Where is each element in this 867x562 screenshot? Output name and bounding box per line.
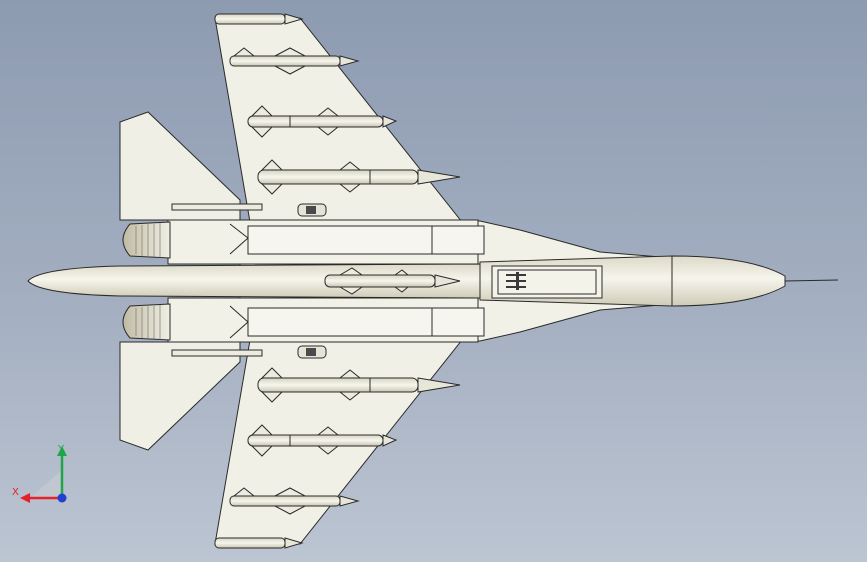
missile-lower-3 bbox=[257, 367, 461, 403]
view-orientation-triad[interactable]: Y X bbox=[10, 440, 80, 510]
tailplane-lower bbox=[119, 341, 241, 451]
nose-cone bbox=[671, 255, 786, 307]
missile-upper-3 bbox=[257, 159, 461, 195]
engine-nacelles bbox=[167, 219, 485, 343]
pylon-rail-lower bbox=[171, 345, 327, 359]
missile-upper-2 bbox=[247, 105, 398, 138]
x-axis-label: X bbox=[12, 487, 19, 498]
centerline-missile bbox=[324, 267, 461, 295]
cockpit-detail-icon bbox=[506, 272, 526, 290]
missile-lower-1 bbox=[229, 487, 360, 515]
missile-wingtip-upper bbox=[214, 13, 304, 25]
missiles-lower-wing bbox=[171, 345, 461, 549]
pitot-probe bbox=[784, 279, 839, 282]
z-axis-dot-icon bbox=[57, 493, 67, 503]
missile-wingtip-lower bbox=[214, 537, 304, 549]
pylon-rail-upper bbox=[171, 203, 327, 217]
engine-nozzles bbox=[122, 221, 171, 341]
nozzle-lower bbox=[122, 303, 171, 341]
nozzle-upper bbox=[122, 221, 171, 259]
y-axis-label: Y bbox=[57, 444, 65, 455]
missile-upper-1 bbox=[229, 47, 360, 75]
tailplanes bbox=[119, 111, 241, 451]
triad-plane-icon bbox=[30, 470, 62, 498]
missiles-upper-wing bbox=[171, 13, 461, 217]
fuselage bbox=[27, 255, 839, 307]
missile-lower-2 bbox=[247, 424, 398, 457]
